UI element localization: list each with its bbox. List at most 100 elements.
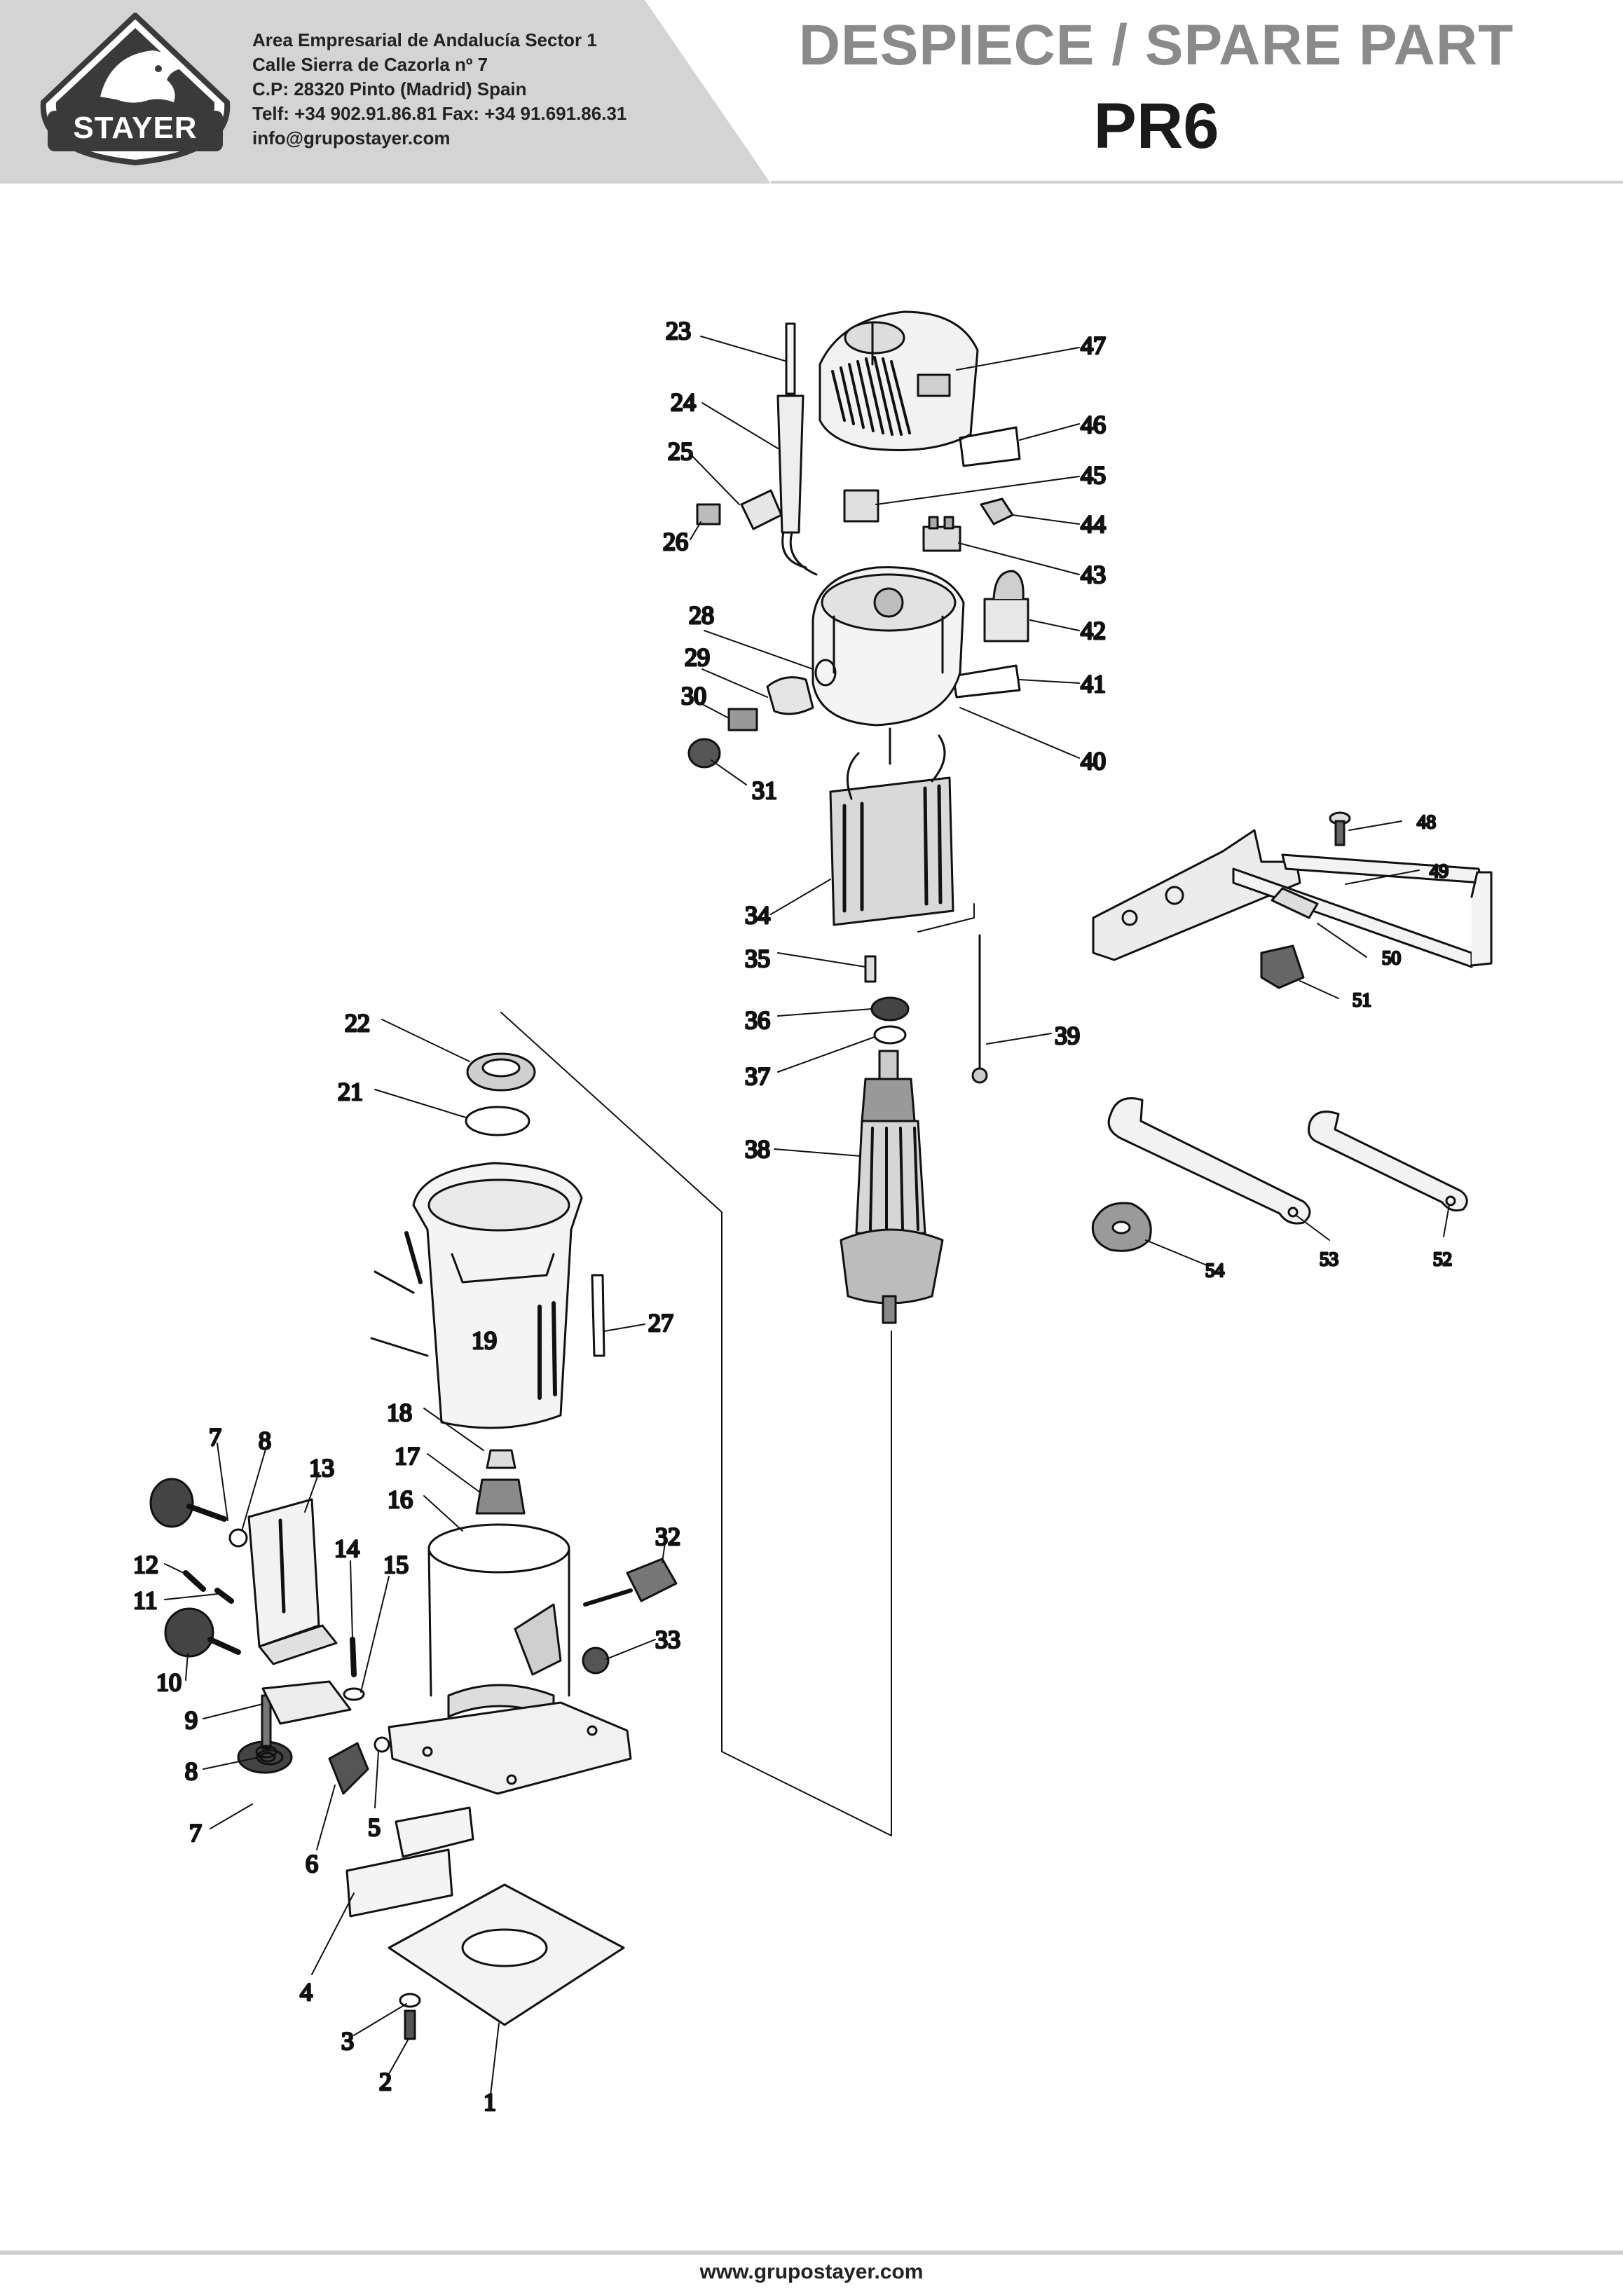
address-line: C.P: 28320 Pinto (Madrid) Spain [252,78,527,99]
stayer-shield-icon [40,11,231,166]
address-line: Calle Sierra de Cazorla nº 7 [252,54,488,75]
footer-divider [0,2250,1623,2255]
part-label: 46 [1081,411,1106,439]
router-base-part [388,1523,632,1795]
part-label: 18 [387,1398,412,1427]
exploded-view-diagram: 1 2 3 4 5 6 7 7 8 8 9 10 11 12 13 14 15 … [0,184,1623,2229]
guide-screw-part [1329,811,1351,846]
part-label: 41 [1081,670,1106,698]
part-label: 30 [681,682,706,710]
depth-bracket-part [247,1498,338,1665]
small-screw-part [404,2009,416,2040]
part-label: 9 [185,1706,198,1734]
part-label: 25 [668,437,693,465]
part-label: 39 [1055,1022,1080,1050]
small-screw-part [350,1637,357,1677]
thumb-screw-part [237,1694,293,1774]
brush-holder-part [843,489,879,523]
part-label: 36 [745,1006,770,1034]
washer-part [873,1025,907,1045]
footer-website: www.grupostayer.com [699,2260,924,2283]
part-label: 1 [484,2088,496,2116]
part-label: 53 [1320,1249,1338,1270]
part-label: 44 [1081,510,1106,538]
part-label: 14 [334,1534,359,1562]
part-label: 35 [745,944,770,972]
label-leader [374,1270,415,1294]
leader-lines [164,336,1450,2096]
email-line: info@grupostayer.com [252,128,451,149]
part-label: 43 [1081,561,1106,589]
wing-knob-part [1260,944,1305,989]
part-label: 6 [306,1850,318,1878]
washer-part [259,1752,276,1763]
router-body-part [412,1162,583,1429]
assembly-line [500,1012,892,1836]
part-label: 28 [689,601,714,629]
part-label: 42 [1081,617,1106,645]
part-label: 34 [745,901,770,929]
part-label: 10 [156,1668,182,1696]
bearing-part [870,996,910,1022]
small-wrench-part [1308,1111,1468,1212]
top-cover-part [819,310,979,451]
part-label: 3 [341,2027,354,2055]
part-label: 22 [345,1009,370,1037]
part-label: 27 [648,1309,673,1337]
part-label: 4 [300,1978,313,2006]
part-labels: 1 2 3 4 5 6 7 7 8 8 9 10 11 12 13 14 15 … [132,316,1453,2117]
body-screw-part [404,1231,423,1284]
part-label: 16 [388,1485,413,1513]
document-title: DESPIECE / SPARE PART [798,13,1514,77]
part-label: 2 [379,2068,392,2096]
part-label: 7 [209,1423,221,1451]
stayer-logo: STAYER [34,11,237,168]
label-strip-part [591,1274,605,1357]
part-label: 8 [185,1757,198,1785]
part-label: 15 [383,1551,409,1579]
knob-stem-part [727,708,758,731]
part-label: 32 [655,1522,680,1551]
base-plate-part [388,1883,625,2026]
logo-wordmark: STAYER [73,111,198,145]
label-leader [370,1337,429,1357]
part-label: 50 [1382,947,1401,968]
part-label: 26 [663,528,688,556]
bearing-ring-part [465,1052,536,1136]
switch-part [983,570,1029,642]
parallel-guide-part [1092,829,1493,968]
part-label: 11 [133,1586,158,1614]
collet-nut-part [475,1478,526,1515]
terminal-block-part [922,516,961,552]
part-label: 38 [745,1135,770,1163]
sleeve-part [766,676,814,715]
scale-plate-part [345,1806,474,1918]
washer-part [343,1687,365,1701]
part-label: 33 [655,1625,680,1654]
clamp-knob-part [582,1558,678,1675]
part-label: 21 [338,1078,363,1106]
thumb-screw-part [164,1607,241,1658]
part-label: 40 [1081,747,1106,775]
long-screw-part [971,934,988,1084]
cable-rod-part [776,322,818,576]
lock-lever-part [328,1742,369,1795]
field-coil-part [829,734,954,926]
part-label: 19 [472,1326,497,1354]
part-label: 51 [1352,989,1371,1010]
clip-part [980,497,1014,525]
part-label: 13 [309,1454,334,1482]
ring-part [814,659,837,687]
part-label: 54 [1205,1260,1225,1281]
thumb-screw-part [149,1478,248,1548]
part-label: 24 [671,388,696,416]
label-strip-part [952,664,1021,699]
pin-part [864,955,877,983]
phone-fax-line: Telf: +34 902.91.86.81 Fax: +34 91.691.8… [252,103,627,124]
part-label: 5 [368,1813,381,1841]
ring-part [374,1736,390,1753]
adapter-disc-part [1091,1202,1152,1252]
model-number: PR6 [1093,90,1219,162]
part-label: 23 [666,317,691,345]
part-label: 29 [685,643,710,671]
